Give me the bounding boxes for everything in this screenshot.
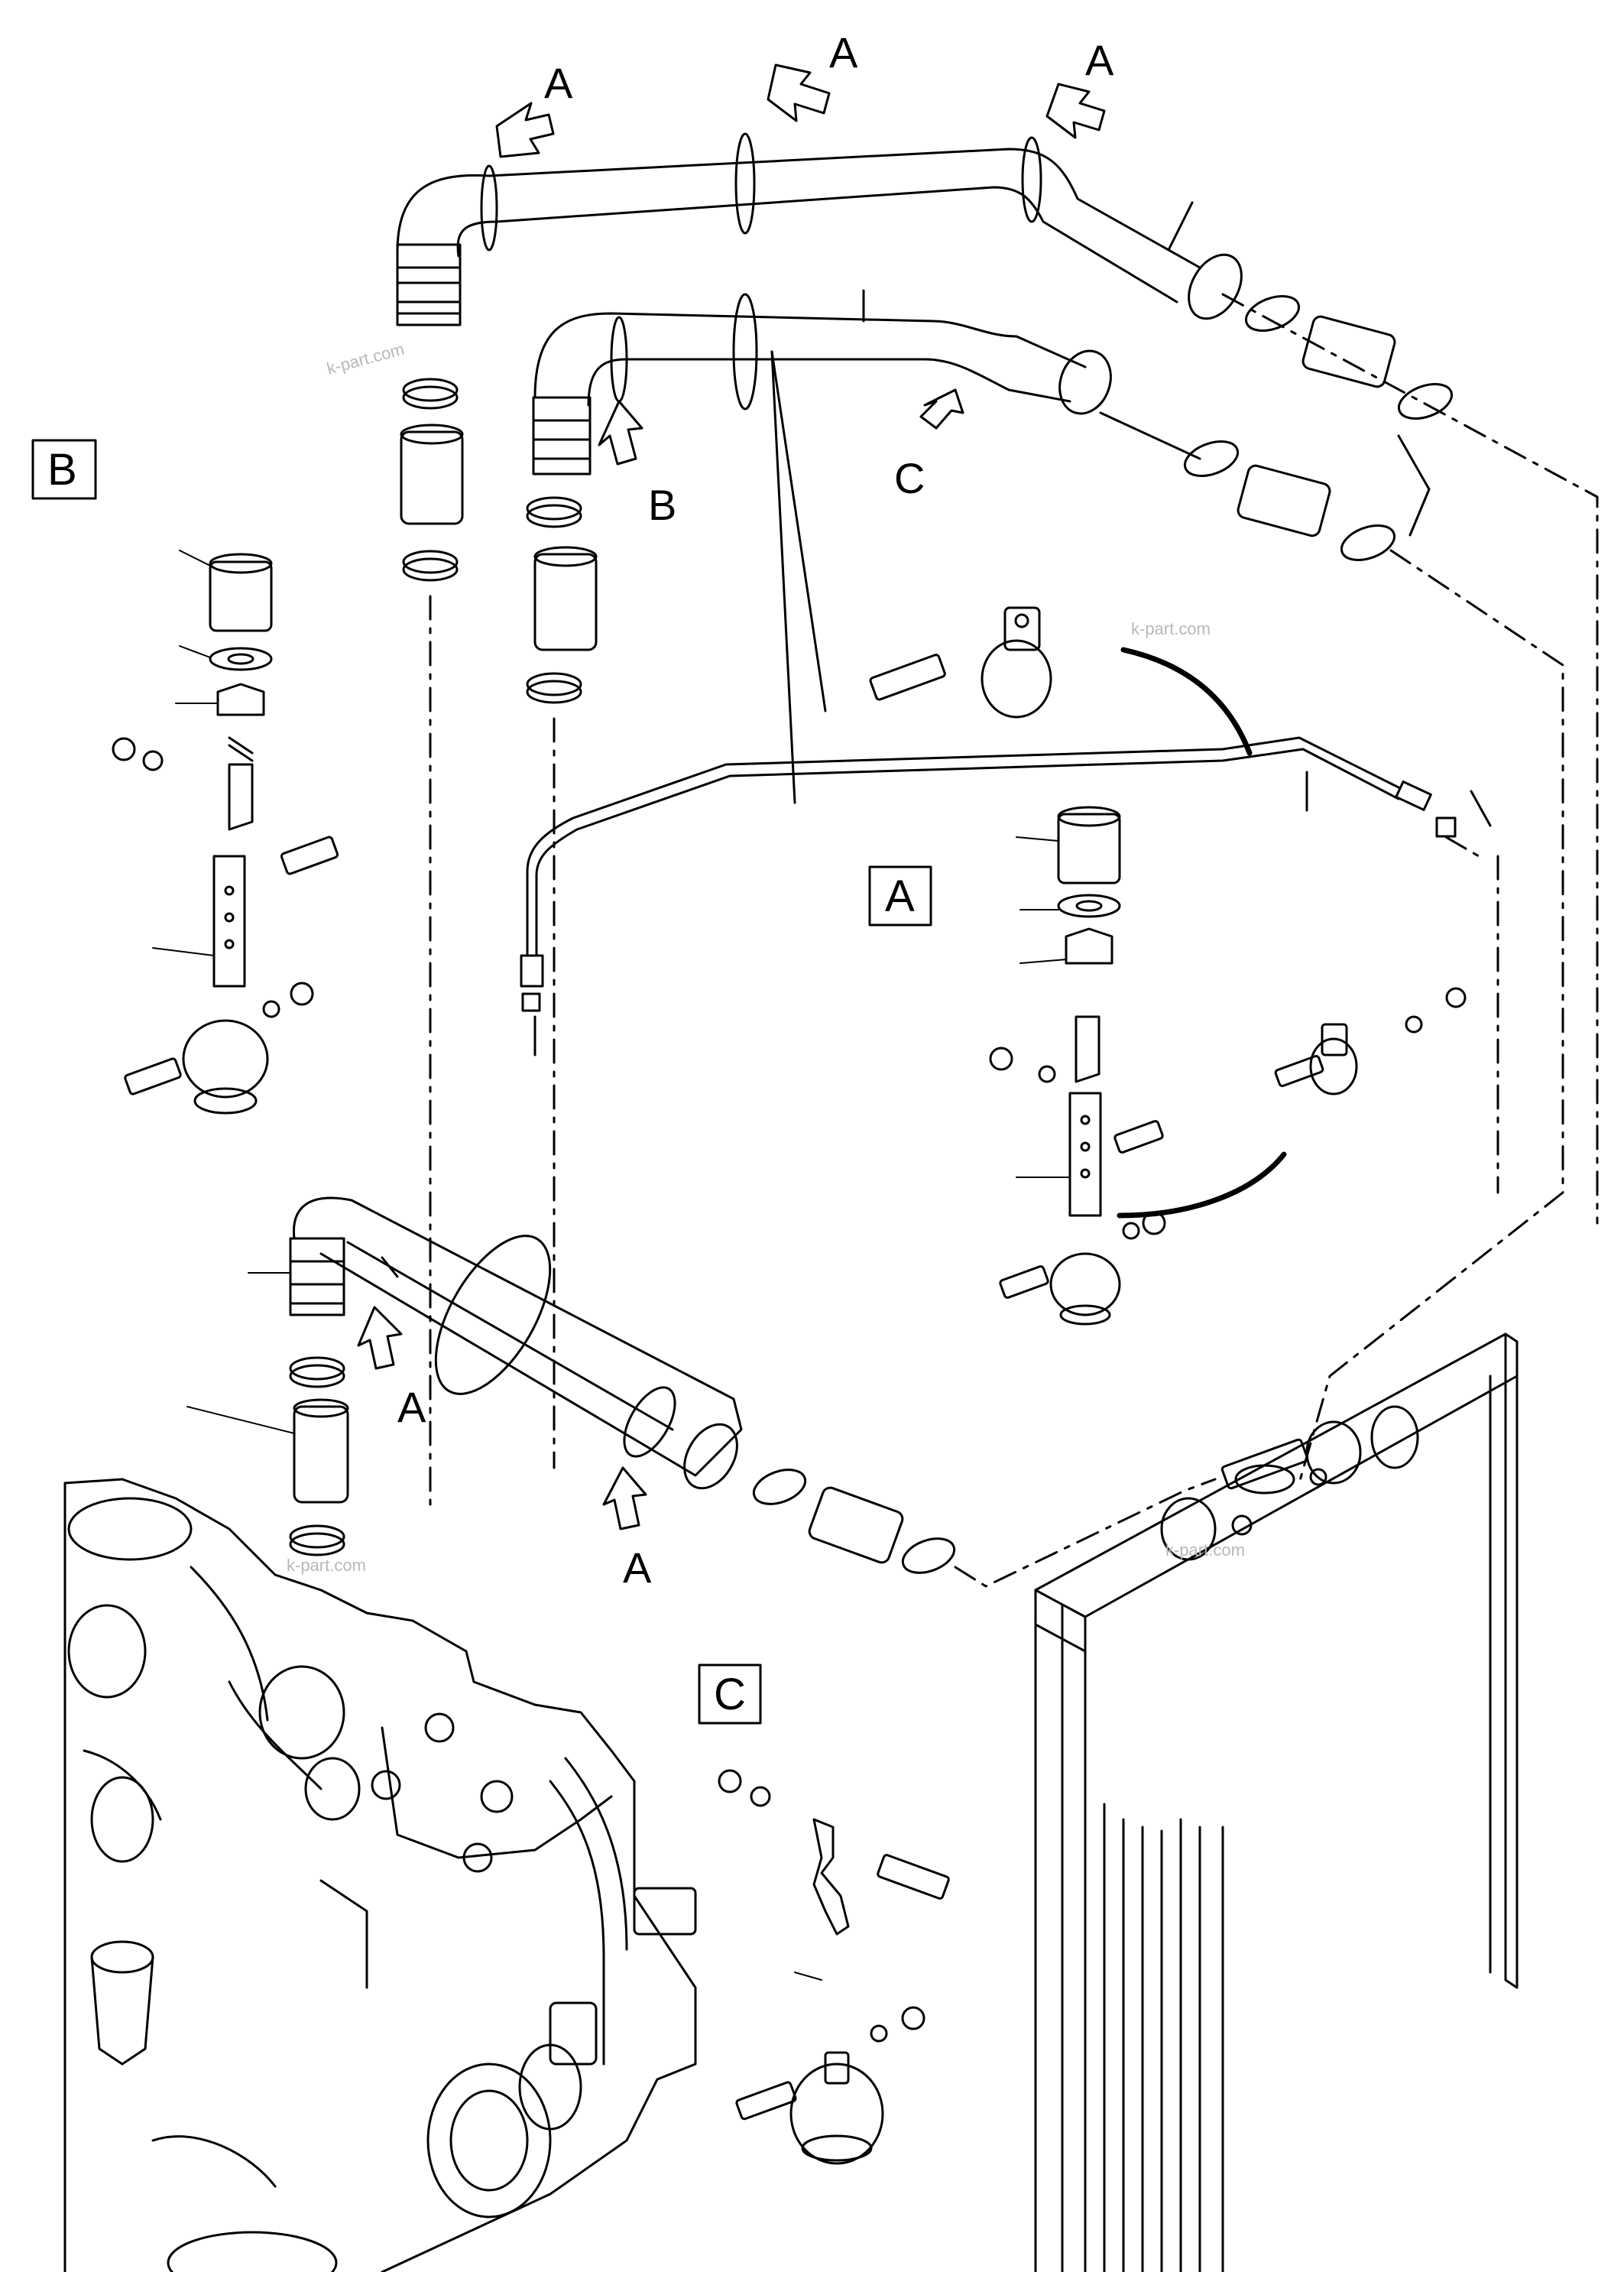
detail-box-a: A — [868, 865, 932, 927]
arrow-a-4 — [357, 1306, 403, 1370]
upper-hose — [396, 132, 1243, 326]
detail-box-a-label: A — [885, 871, 915, 921]
view-label-a-3: A — [1085, 36, 1114, 84]
watermark-1: k-part.com — [325, 339, 407, 378]
view-label-a-5: A — [623, 1543, 652, 1592]
detail-box-b-label: B — [47, 445, 77, 495]
pipe-assembly — [520, 736, 1499, 1194]
view-label-c: C — [894, 454, 925, 502]
detail-a-assembly — [989, 806, 1467, 1326]
detail-box-b: B — [31, 439, 97, 500]
arrow-b — [598, 400, 643, 466]
leader-lines — [152, 550, 1071, 1981]
watermark-2: k-part.com — [1131, 619, 1211, 638]
watermark-3: k-part.com — [1165, 1540, 1245, 1560]
detail-b-assembly — [112, 553, 339, 1115]
middle-hose — [532, 289, 1112, 804]
arrow-a-2 — [767, 63, 831, 122]
arrow-a-1 — [495, 102, 555, 158]
view-arrows — [357, 63, 1106, 1530]
right-top-couplers — [1099, 293, 1599, 1485]
arrow-c — [919, 388, 964, 430]
clamp-detail-top — [869, 606, 1253, 756]
engine-block — [63, 1478, 697, 2272]
radiator — [1034, 1332, 1519, 2272]
detail-box-c-label: C — [714, 1670, 746, 1719]
arrow-a-5 — [602, 1466, 647, 1530]
view-label-a-1: A — [544, 59, 573, 107]
watermark-4: k-part.com — [287, 1556, 366, 1575]
detail-box-c: C — [698, 1663, 762, 1725]
detail-c-assembly — [718, 1769, 950, 2165]
view-label-b: B — [648, 481, 676, 529]
view-label-a-2: A — [829, 28, 858, 76]
arrow-a-3 — [1045, 83, 1106, 139]
view-label-a-4: A — [397, 1383, 426, 1431]
lower-hose — [289, 1196, 1217, 1588]
left-coupler-stack — [400, 378, 464, 1515]
